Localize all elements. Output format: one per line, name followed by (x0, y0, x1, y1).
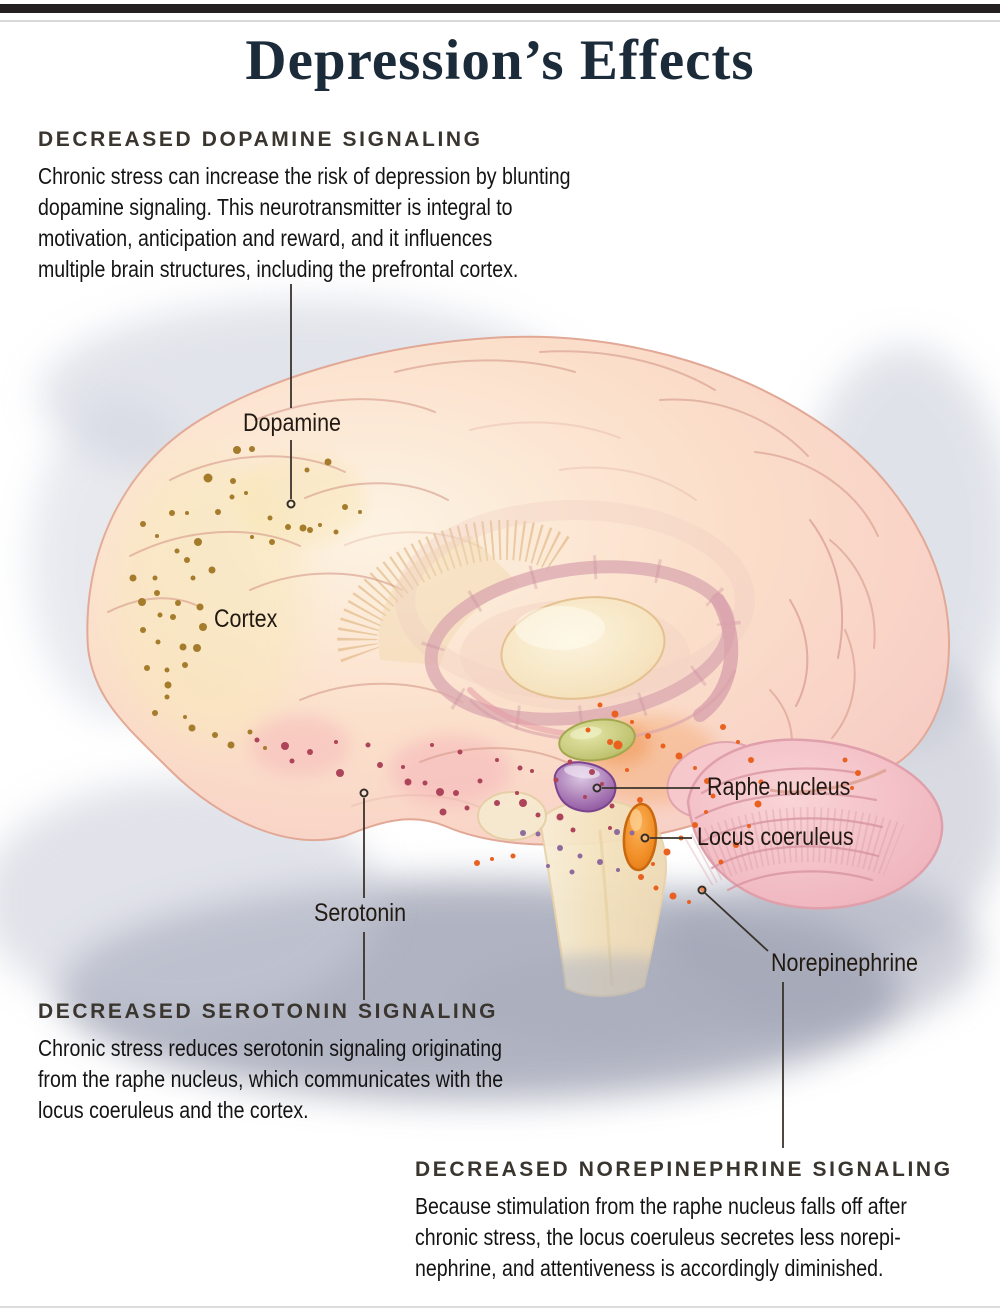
norepinephrine-pointer (697, 885, 707, 895)
leader-lines (286, 284, 784, 1148)
section-dopamine: DECREASED DOPAMINE SIGNALING Chronic str… (38, 128, 664, 285)
section-serotonin: DECREASED SEROTONIN SIGNALING Chronic st… (38, 1000, 585, 1126)
norepinephrine-leader-diagonal (704, 892, 769, 952)
midbrain-green-structure (558, 718, 636, 762)
raphe-pointer (592, 783, 602, 793)
dopamine-body-line: multiple brain structures, including the… (38, 256, 519, 282)
locus-coeruleus-structure (622, 802, 658, 872)
label-raphe-nucleus: Raphe nucleus (707, 773, 851, 801)
dopamine-heading: DECREASED DOPAMINE SIGNALING (38, 128, 483, 151)
top-hairline (0, 20, 1000, 22)
dopamine-dots (129, 446, 362, 750)
serotonin-pointer (359, 788, 369, 798)
serotonin-body-line: Chronic stress reduces serotonin signali… (38, 1035, 503, 1061)
inner-structures (337, 500, 755, 742)
dopamine-body-line: motivation, anticipation and reward, and… (38, 225, 493, 251)
dopamine-body-line: dopamine signaling. This neurotransmitte… (38, 194, 513, 220)
norepinephrine-body-line: nephrine, and attentiveness is according… (415, 1255, 884, 1281)
norepinephrine-body: Because stimulation from the raphe nucle… (415, 1191, 994, 1284)
label-serotonin: Serotonin (314, 899, 407, 927)
bottom-hairline (0, 1306, 1000, 1308)
accent-purple-dots (520, 829, 635, 875)
dopamine-pointer (286, 499, 296, 509)
label-norepinephrine: Norepinephrine (771, 949, 919, 977)
serotonin-body: Chronic stress reduces serotonin signali… (38, 1033, 585, 1126)
top-rule-bar (0, 4, 1000, 13)
label-dopamine: Dopamine (243, 409, 341, 437)
norepinephrine-heading: DECREASED NOREPINEPHRINE SIGNALING (415, 1158, 953, 1181)
norepinephrine-dots (474, 702, 861, 904)
dopamine-body: Chronic stress can increase the risk of … (38, 161, 664, 285)
page-title: Depression’s Effects (245, 29, 755, 92)
dopamine-body-line: Chronic stress can increase the risk of … (38, 163, 571, 189)
cerebellum (666, 738, 944, 910)
label-cortex: Cortex (214, 605, 278, 633)
section-norepinephrine: DECREASED NOREPINEPHRINE SIGNALING Becau… (415, 1158, 994, 1284)
norepinephrine-body-line: Because stimulation from the raphe nucle… (415, 1193, 907, 1219)
serotonin-body-line: from the raphe nucleus, which communicat… (38, 1066, 504, 1092)
serotonin-heading: DECREASED SEROTONIN SIGNALING (38, 1000, 499, 1023)
raphe-nucleus-structure (553, 761, 617, 813)
locus-pointer (640, 833, 650, 843)
norepinephrine-body-line: chronic stress, the locus coeruleus secr… (415, 1224, 901, 1250)
serotonin-dots (254, 737, 615, 833)
label-locus-coeruleus: Locus coeruleus (697, 823, 854, 851)
serotonin-body-line: locus coeruleus and the cortex. (38, 1097, 309, 1123)
